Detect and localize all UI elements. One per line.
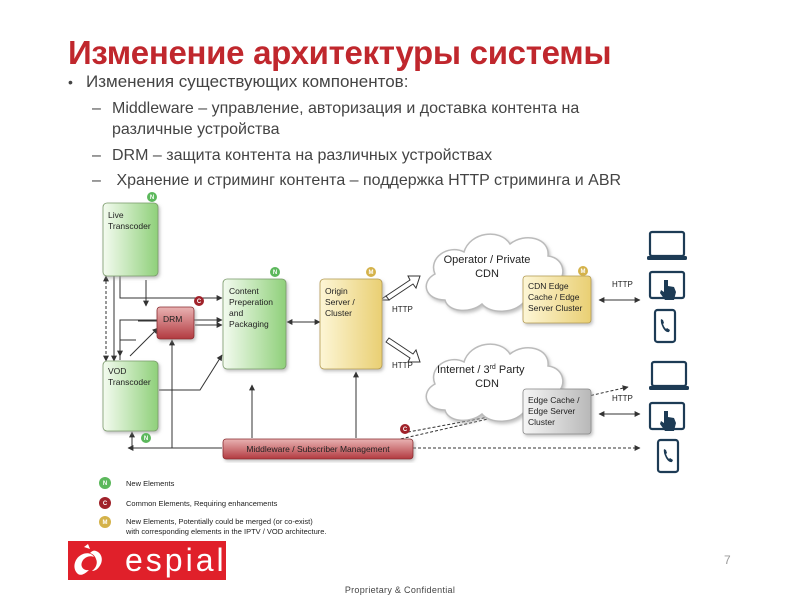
cdn-edge-label-3: Server Cluster — [528, 303, 582, 313]
middleware-bar: Middleware / Subscriber Management C — [222, 424, 414, 460]
subbullet-drm: – DRM – защита контента на различных уст… — [92, 145, 493, 166]
badge-c-label: C — [197, 299, 202, 305]
http-label-upper: HTTP — [392, 305, 413, 314]
edge-cache-box: Edge Cache / Edge Server Cluster — [522, 388, 592, 435]
legend: N New Elements C Common Elements, Requir… — [99, 477, 327, 536]
tablet-touch-icon — [648, 270, 686, 300]
origin-label-2: Server / — [325, 297, 355, 307]
vod-transcoder-box: VOD Transcoder N — [102, 360, 159, 443]
content-prep-label-3: and — [229, 308, 243, 318]
origin-server-box: Origin Server / Cluster M — [319, 267, 383, 370]
badge-n-icon — [141, 433, 151, 443]
bullet-main: • Изменения существующих компонентов: — [68, 72, 408, 92]
operator-cdn-label-1: Operator / Private — [444, 254, 531, 266]
edge-cache-label-3: Cluster — [528, 417, 555, 427]
bullet-main-text: Изменения существующих компонентов: — [86, 72, 409, 91]
vod-transcoder-label-2: Transcoder — [108, 377, 151, 387]
legend-merge-text-1: New Elements, Potentially could be merge… — [126, 517, 313, 526]
badge-m-icon — [578, 266, 588, 276]
subbullet-middleware-line1: Middleware – управление, авторизация и д… — [112, 100, 580, 117]
content-prep-box: Content Preperation and Packaging N — [222, 267, 287, 370]
content-prep-label-2: Preperation — [229, 297, 273, 307]
http-label-lower: HTTP — [392, 361, 413, 370]
subbullet-storage-text: Хранение и стриминг контента – поддержка… — [112, 172, 622, 189]
internet-cdn-label-1b: rd — [490, 364, 496, 371]
legend-badge-m: M — [103, 520, 108, 526]
internet-cdn-label-1: Internet / 3rd Party — [437, 364, 525, 376]
smartphone-icon — [653, 308, 677, 344]
live-transcoder-box: Live Transcoder N — [102, 192, 159, 277]
legend-common-text: Common Elements, Requiring enhancements — [126, 499, 278, 508]
legend-badge-n: N — [103, 481, 107, 487]
badge-m-label: M — [581, 269, 586, 275]
slide-title: Изменение архитектуры системы — [68, 34, 612, 71]
badge-n-label: N — [144, 436, 148, 442]
espial-logo-text: espial — [125, 542, 227, 578]
cdn-edge-box: CDN Edge Cache / Edge Server Cluster M — [522, 266, 592, 324]
legend-item-new: N New Elements — [99, 477, 175, 489]
badge-m-label: M — [369, 270, 374, 276]
laptop-icon — [647, 230, 687, 260]
badge-c-icon — [400, 424, 410, 434]
badge-m-icon — [366, 267, 376, 277]
dash-icon: – — [92, 147, 101, 164]
badge-c-icon — [194, 296, 204, 306]
page-number: 7 — [724, 553, 731, 567]
vod-transcoder-label-1: VOD — [108, 366, 126, 376]
badge-n-icon — [147, 192, 157, 202]
connector-lines — [103, 275, 641, 451]
drm-label: DRM — [163, 314, 182, 324]
cdn-edge-label-1: CDN Edge — [528, 281, 569, 291]
content-prep-label-4: Packaging — [229, 319, 269, 329]
badge-n-icon — [270, 267, 280, 277]
espial-logo — [68, 541, 226, 580]
subbullet-storage: – Хранение и стриминг контента – поддерж… — [92, 170, 622, 191]
legend-merge-text-2: with corresponding elements in the IPTV … — [125, 527, 327, 536]
edge-cache-label-2: Edge Server — [528, 406, 575, 416]
internet-cdn-label-2: CDN — [475, 378, 499, 390]
edge-cache-label-1: Edge Cache / — [528, 395, 580, 405]
internet-cdn-label-1a: Internet / 3 — [437, 364, 490, 376]
origin-label-3: Cluster — [325, 308, 352, 318]
live-transcoder-label-1: Live — [108, 210, 124, 220]
footer-confidential: Proprietary & Confidential — [344, 585, 456, 595]
http-arrow-upper — [378, 275, 421, 301]
badge-n-icon — [99, 477, 111, 489]
subbullet-middleware-line2: различные устройства — [112, 121, 280, 138]
espial-swirl-icon — [74, 544, 102, 575]
laptop-icon — [649, 360, 689, 390]
bullet-dot-icon: • — [68, 74, 73, 90]
legend-new-text: New Elements — [126, 479, 175, 488]
badge-c-label: C — [403, 427, 408, 433]
drm-box: DRM C — [156, 296, 204, 340]
operator-cdn-label-2: CDN — [475, 268, 499, 280]
badge-c-icon — [99, 497, 111, 509]
dash-icon: – — [92, 172, 101, 189]
subbullet-drm-text: DRM – защита контента на различных устро… — [112, 147, 493, 164]
http-arrow-lower — [385, 337, 421, 363]
middleware-label: Middleware / Subscriber Management — [246, 444, 390, 454]
legend-item-merge: M New Elements, Potentially could be mer… — [99, 516, 327, 536]
legend-item-common: C Common Elements, Requiring enhancement… — [99, 497, 278, 509]
live-transcoder-label-2: Transcoder — [108, 221, 151, 231]
content-prep-label-1: Content — [229, 286, 259, 296]
smartphone-icon — [656, 438, 680, 474]
dash-icon: – — [92, 100, 101, 117]
http-label-right-lower: HTTP — [612, 394, 633, 403]
tablet-touch-icon — [648, 401, 686, 431]
badge-n-label: N — [150, 195, 154, 201]
cdn-edge-label-2: Cache / Edge — [528, 292, 580, 302]
http-label-right-upper: HTTP — [612, 280, 633, 289]
internet-cdn-label-1c: Party — [496, 364, 525, 376]
badge-m-icon — [99, 516, 111, 528]
badge-n-label: N — [273, 270, 277, 276]
subbullet-middleware: – Middleware – управление, авторизация и… — [92, 98, 580, 140]
origin-label-1: Origin — [325, 286, 348, 296]
legend-badge-c: C — [103, 501, 108, 507]
